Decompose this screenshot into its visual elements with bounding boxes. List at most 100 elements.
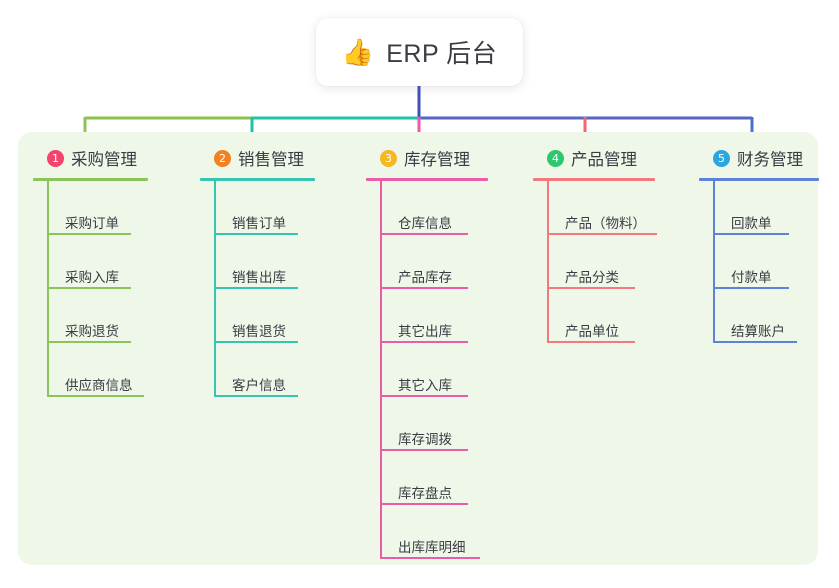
column-body-3: 仓库信息产品库存其它出库其它入库库存调拨库存盘点出库库明细 xyxy=(366,181,521,559)
leaf-item-rule xyxy=(715,341,797,343)
column-spine-2 xyxy=(214,181,216,397)
leaf-item-label: 其它出库 xyxy=(398,324,452,340)
leaf-item-rule xyxy=(715,233,789,235)
leaf-item-rule xyxy=(216,233,298,235)
leaf-item[interactable]: 其它入库 xyxy=(382,343,521,397)
leaf-item[interactable]: 销售订单 xyxy=(216,181,350,235)
leaf-item-rule xyxy=(382,503,468,505)
leaf-item-label: 出库库明细 xyxy=(398,540,466,556)
column-underline-1 xyxy=(33,178,148,181)
thumbs-up-icon: 👍 xyxy=(341,37,375,67)
leaf-item-rule xyxy=(382,233,468,235)
leaf-item[interactable]: 付款单 xyxy=(715,235,829,289)
column-title-4: 产品管理 xyxy=(571,151,637,169)
column-header-2[interactable]: 2 销售管理 xyxy=(200,145,350,171)
root-node[interactable]: 👍 ERP 后台 xyxy=(316,18,523,86)
column-2: 2 销售管理销售订单销售出库销售退货客户信息 xyxy=(200,145,350,397)
root-title: ERP 后台 xyxy=(386,40,498,68)
leaf-item[interactable]: 仓库信息 xyxy=(382,181,521,235)
leaf-item-label: 销售退货 xyxy=(232,324,286,340)
column-spine-4 xyxy=(547,181,549,343)
leaf-item-label: 客户信息 xyxy=(232,378,286,394)
column-5: 5 财务管理回款单付款单结算账户 xyxy=(699,145,829,343)
column-3: 3 库存管理仓库信息产品库存其它出库其它入库库存调拨库存盘点出库库明细 xyxy=(366,145,521,559)
leaf-item-rule xyxy=(715,287,789,289)
leaf-item[interactable]: 库存调拨 xyxy=(382,397,521,451)
leaf-item-label: 采购退货 xyxy=(65,324,119,340)
leaf-item-label: 产品库存 xyxy=(398,270,452,286)
column-spine-5 xyxy=(713,181,715,343)
leaf-item-rule xyxy=(49,287,131,289)
leaf-item-label: 库存调拨 xyxy=(398,432,452,448)
leaf-item-rule xyxy=(382,557,480,559)
leaf-item-rule xyxy=(549,287,635,289)
leaf-item-label: 产品分类 xyxy=(565,270,619,286)
leaf-item[interactable]: 库存盘点 xyxy=(382,451,521,505)
column-body-4: 产品（物料） 产品分类产品单位 xyxy=(533,181,688,343)
leaf-item-rule xyxy=(216,287,298,289)
leaf-item-rule xyxy=(549,341,635,343)
leaf-item[interactable]: 采购订单 xyxy=(49,181,183,235)
leaf-item-label: 供应商信息 xyxy=(65,378,133,394)
leaf-item[interactable]: 客户信息 xyxy=(216,343,350,397)
leaf-item[interactable]: 采购入库 xyxy=(49,235,183,289)
column-title-5: 财务管理 xyxy=(737,151,803,169)
column-underline-2 xyxy=(200,178,315,181)
column-title-3: 库存管理 xyxy=(404,151,470,169)
leaf-item[interactable]: 其它出库 xyxy=(382,289,521,343)
leaf-item-rule xyxy=(382,449,468,451)
leaf-item-label: 其它入库 xyxy=(398,378,452,394)
column-header-3[interactable]: 3 库存管理 xyxy=(366,145,521,171)
column-badge-2: 2 xyxy=(214,149,231,167)
column-4: 4 产品管理产品（物料） 产品分类产品单位 xyxy=(533,145,688,343)
leaf-item-rule xyxy=(216,341,298,343)
column-spine-1 xyxy=(47,181,49,397)
leaf-item-rule xyxy=(382,341,468,343)
leaf-item-rule xyxy=(216,395,298,397)
column-badge-4: 4 xyxy=(547,149,564,167)
leaf-item[interactable]: 采购退货 xyxy=(49,289,183,343)
leaf-item-rule xyxy=(49,341,131,343)
leaf-item-label: 采购入库 xyxy=(65,270,119,286)
leaf-item[interactable]: 产品库存 xyxy=(382,235,521,289)
leaf-item-rule xyxy=(549,233,657,235)
column-spine-3 xyxy=(380,181,382,559)
leaf-item-label: 采购订单 xyxy=(65,216,119,232)
leaf-item-label: 产品单位 xyxy=(565,324,619,340)
leaf-item[interactable]: 销售出库 xyxy=(216,235,350,289)
leaf-item[interactable]: 回款单 xyxy=(715,181,829,235)
leaf-item-label: 仓库信息 xyxy=(398,216,452,232)
leaf-item[interactable]: 产品单位 xyxy=(549,289,688,343)
leaf-item-label: 库存盘点 xyxy=(398,486,452,502)
column-header-5[interactable]: 5 财务管理 xyxy=(699,145,829,171)
column-header-4[interactable]: 4 产品管理 xyxy=(533,145,688,171)
leaf-item-label: 回款单 xyxy=(731,216,772,232)
leaf-item-rule xyxy=(49,233,131,235)
column-body-5: 回款单付款单结算账户 xyxy=(699,181,829,343)
leaf-item[interactable]: 产品（物料） xyxy=(549,181,688,235)
leaf-item[interactable]: 销售退货 xyxy=(216,289,350,343)
leaf-item-label: 销售订单 xyxy=(232,216,286,232)
leaf-item-rule xyxy=(49,395,144,397)
column-underline-3 xyxy=(366,178,488,181)
leaf-item[interactable]: 结算账户 xyxy=(715,289,829,343)
column-body-1: 采购订单采购入库采购退货供应商信息 xyxy=(33,181,183,397)
leaf-item[interactable]: 产品分类 xyxy=(549,235,688,289)
column-underline-4 xyxy=(533,178,655,181)
leaf-item-rule xyxy=(382,395,468,397)
leaf-item-rule xyxy=(382,287,468,289)
column-badge-5: 5 xyxy=(713,149,730,167)
diagram-panel xyxy=(18,132,818,565)
leaf-item-label: 销售出库 xyxy=(232,270,286,286)
leaf-item-label: 产品（物料） xyxy=(565,216,646,232)
column-body-2: 销售订单销售出库销售退货客户信息 xyxy=(200,181,350,397)
column-title-2: 销售管理 xyxy=(238,151,304,169)
leaf-item[interactable]: 出库库明细 xyxy=(382,505,521,559)
column-underline-5 xyxy=(699,178,819,181)
leaf-item-label: 付款单 xyxy=(731,270,772,286)
column-title-1: 采购管理 xyxy=(71,151,137,169)
leaf-item[interactable]: 供应商信息 xyxy=(49,343,183,397)
column-badge-3: 3 xyxy=(380,149,397,167)
